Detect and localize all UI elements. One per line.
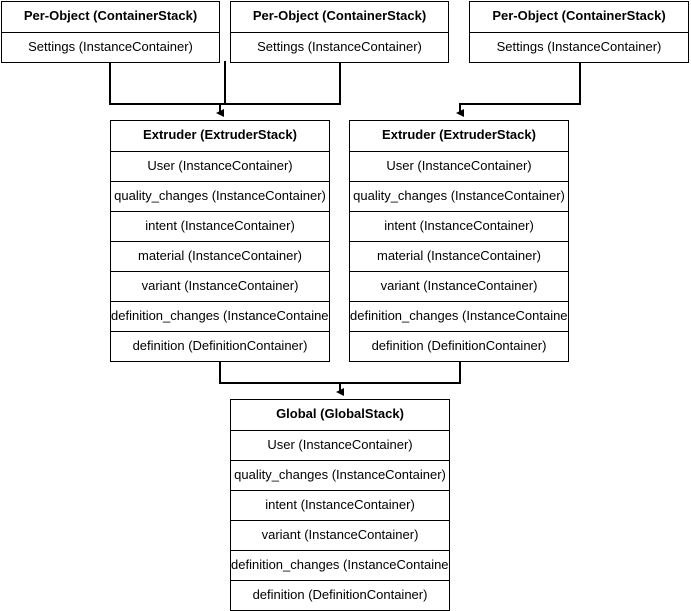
extruder-stack-2-row-variant: variant (InstanceContainer): [350, 271, 568, 301]
per-object-stack-3-header: Per-Object (ContainerStack): [470, 2, 688, 32]
edge-per-object-1-to-extruder-1: [109, 61, 341, 105]
extruder-stack-1-row-definition-changes: definition_changes (InstanceContainer): [111, 301, 329, 331]
per-object-stack-1-header: Per-Object (ContainerStack): [2, 2, 219, 32]
per-object-stack-1-row-settings: Settings (InstanceContainer): [2, 32, 219, 62]
per-object-stack-3-row-settings: Settings (InstanceContainer): [470, 32, 688, 62]
per-object-stack-2-node[interactable]: Per-Object (ContainerStack) Settings (In…: [230, 1, 449, 63]
extruder-stack-2-row-quality-changes: quality_changes (InstanceContainer): [350, 181, 568, 211]
extruder-stack-2-node[interactable]: Extruder (ExtruderStack) User (InstanceC…: [349, 120, 569, 362]
edge-per-object-3-to-extruder-2: [456, 61, 581, 117]
extruder-stack-1-node[interactable]: Extruder (ExtruderStack) User (InstanceC…: [110, 120, 330, 362]
per-object-stack-2-row-settings: Settings (InstanceContainer): [231, 32, 448, 62]
extruder-stack-2-row-user: User (InstanceContainer): [350, 151, 568, 181]
extruder-stack-1-row-material: material (InstanceContainer): [111, 241, 329, 271]
extruder-stack-1-row-intent: intent (InstanceContainer): [111, 211, 329, 241]
global-stack-row-quality-changes: quality_changes (InstanceContainer): [231, 460, 449, 490]
edge-extruders-merge-bar: [219, 361, 461, 384]
extruder-stack-1-row-variant: variant (InstanceContainer): [111, 271, 329, 301]
per-object-stack-1-node[interactable]: Per-Object (ContainerStack) Settings (In…: [1, 1, 220, 63]
global-stack-row-user: User (InstanceContainer): [231, 430, 449, 460]
extruder-stack-2-row-intent: intent (InstanceContainer): [350, 211, 568, 241]
extruder-stack-2-row-material: material (InstanceContainer): [350, 241, 568, 271]
extruder-stack-1-row-quality-changes: quality_changes (InstanceContainer): [111, 181, 329, 211]
extruder-stack-2-header: Extruder (ExtruderStack): [350, 121, 568, 151]
global-stack-row-definition-changes: definition_changes (InstanceContainer): [231, 550, 449, 580]
extruder-stack-1-row-definition: definition (DefinitionContainer): [111, 331, 329, 361]
global-stack-row-definition: definition (DefinitionContainer): [231, 580, 449, 610]
per-object-stack-3-node[interactable]: Per-Object (ContainerStack) Settings (In…: [469, 1, 689, 63]
extruder-stack-1-row-user: User (InstanceContainer): [111, 151, 329, 181]
extruder-stack-2-row-definition: definition (DefinitionContainer): [350, 331, 568, 361]
extruder-stack-1-header: Extruder (ExtruderStack): [111, 121, 329, 151]
global-stack-header: Global (GlobalStack): [231, 400, 449, 430]
global-stack-row-variant: variant (InstanceContainer): [231, 520, 449, 550]
global-stack-row-intent: intent (InstanceContainer): [231, 490, 449, 520]
extruder-stack-2-row-definition-changes: definition_changes (InstanceContainer): [350, 301, 568, 331]
global-stack-node[interactable]: Global (GlobalStack) User (InstanceConta…: [230, 399, 450, 611]
per-object-stack-2-header: Per-Object (ContainerStack): [231, 2, 448, 32]
